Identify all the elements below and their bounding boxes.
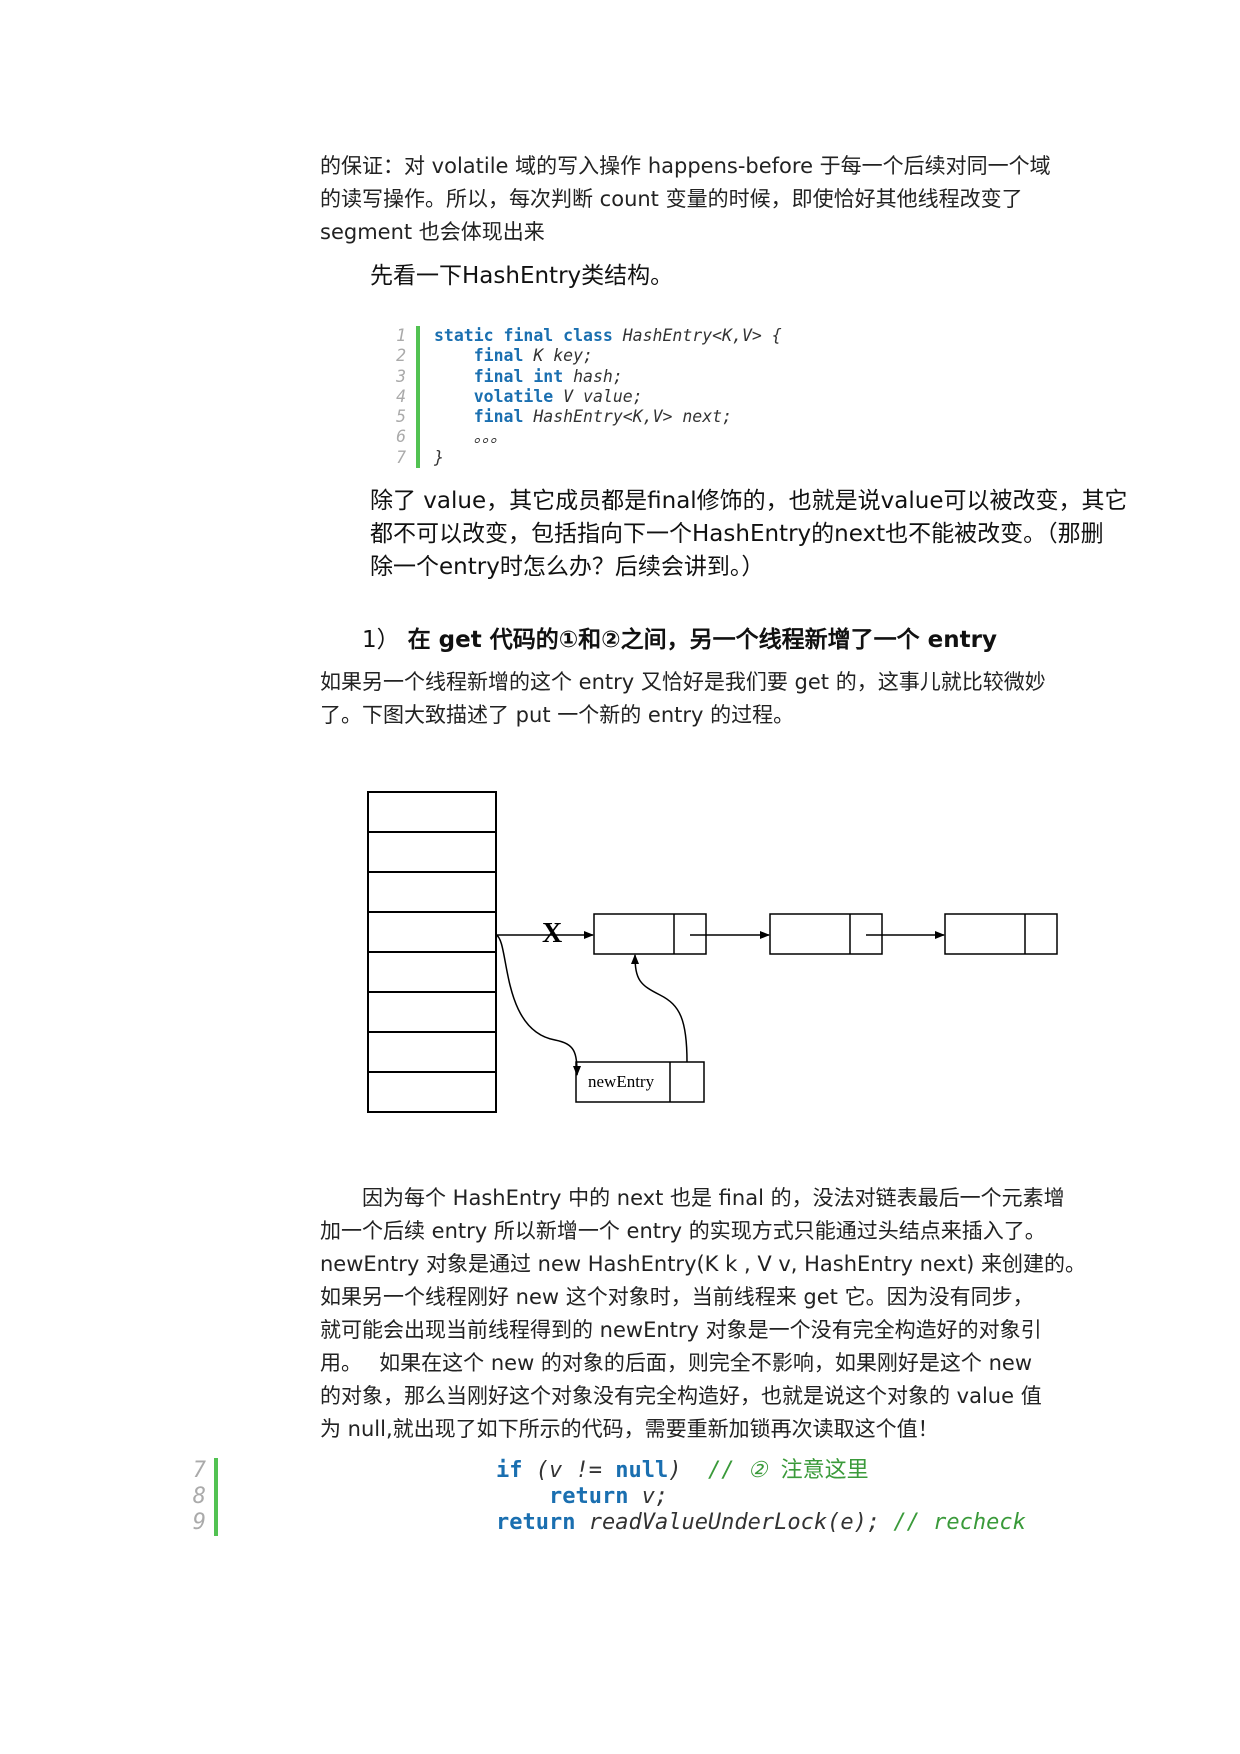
code-text: return v; [548, 1484, 669, 1509]
code-line: 2 final K key; [380, 346, 782, 367]
text-line: 加一个后续 entry 所以新增一个 entry 的实现方式只能通过头结点来插入… [320, 1219, 1046, 1243]
newentry-to-entry1-arrow [631, 954, 688, 1063]
section-heading: 1） 在 get 代码的①和②之间，另一个线程新增了一个 entry [362, 624, 997, 656]
paragraph-final-members: 除了 value，其它成员都是final修饰的，也就是说value可以被改变，其… [370, 485, 1128, 584]
code-line: 1 static final class HashEntry<K,V> { [380, 326, 782, 347]
gutter-bar [214, 1458, 218, 1484]
line-number: 9 [192, 1510, 206, 1535]
new-entry-label: newEntry [588, 1072, 655, 1091]
code-line: 5 final HashEntry<K,V> next; [380, 407, 782, 428]
text-line: newEntry 对象是通过 new HashEntry(K k , V v, … [320, 1252, 1086, 1276]
heading-number: 1） [362, 627, 400, 653]
gutter-bar [416, 366, 420, 387]
text-line: 除一个entry时怎么办？后续会讲到。） [370, 554, 765, 580]
text-line: 如果另一个线程刚好 new 这个对象时，当前线程来 get 它。因为没有同步， [320, 1285, 1034, 1309]
bucket-to-newentry-arrow [495, 934, 581, 1076]
gutter-bar [416, 386, 420, 408]
entry-node-2 [769, 913, 883, 955]
text-line: 用。 如果在这个 new 的对象的后面，则完全不影响，如果刚好是这个 new [320, 1351, 1033, 1375]
gutter-bar [416, 346, 420, 367]
paragraph-put-process: 如果另一个线程新增的这个 entry 又恰好是我们要 get 的，这事儿就比较微… [320, 666, 1060, 732]
paragraph-volatile: 的保证：对 volatile 域的写入操作 happens-before 于每一… [320, 150, 1060, 249]
code-text: return readValueUnderLock(e); // recheck [496, 1510, 1026, 1535]
entry-node-3 [944, 913, 1058, 955]
line-number: 6 [396, 427, 406, 447]
text-line: 的读写操作。所以，每次判断 count 变量的时候，即使恰好其他线程改变了 [320, 187, 1023, 211]
line-number: 4 [396, 386, 406, 406]
text-line: 就可能会出现当前线程得到的 newEntry 对象是一个没有完全构造好的对象引 [320, 1318, 1042, 1342]
code2-line-8: 8 return v; [180, 1484, 1026, 1510]
code-text: 。。。 [434, 427, 507, 447]
entry-node-1 [593, 913, 707, 955]
line-number: 3 [396, 366, 406, 386]
hashentry-intro: 先看一下HashEntry类结构。 [370, 260, 1110, 293]
text-line: 如果另一个线程新增的这个 entry 又恰好是我们要 get 的，这事儿就比较微… [320, 670, 1046, 694]
bucket-table [367, 791, 497, 1113]
code-line: 6 。。。 [380, 427, 782, 448]
gutter-bar [214, 1510, 218, 1536]
code-text: final int hash; [473, 366, 623, 386]
code-text: final K key; [473, 346, 593, 366]
heading-text: 在 get 代码的①和②之间，另一个线程新增了一个 entry [407, 627, 997, 653]
line-number: 7 [192, 1458, 206, 1483]
line-number: 7 [396, 447, 406, 467]
code2-line-9: 9 return readValueUnderLock(e); // reche… [180, 1510, 1026, 1536]
line-number: 2 [396, 346, 406, 366]
removed-link-mark: X [542, 918, 562, 949]
gutter-bar [416, 407, 420, 428]
code2-line: 7 if (v != null) // ② 注意这里 [180, 1458, 1026, 1484]
code-text: static final class HashEntry<K,V> { [434, 326, 782, 345]
text-line: 先看一下HashEntry类结构。 [370, 263, 674, 289]
code-text: if (v != null) // ② 注意这里 [496, 1458, 869, 1483]
text-line: 了。下图大致描述了 put 一个新的 entry 的过程。 [320, 703, 795, 727]
text-line: 因为每个 HashEntry 中的 next 也是 final 的，没法对链表最… [320, 1186, 1065, 1210]
text-line: 为 null,就出现了如下所示的代码，需要重新加锁再次读取这个值！ [320, 1417, 939, 1441]
paragraph-newentry-explanation: 因为每个 HashEntry 中的 next 也是 final 的，没法对链表最… [320, 1182, 1086, 1446]
new-entry-node [575, 1061, 705, 1103]
gutter-bar [416, 427, 420, 448]
text-line: segment 也会体现出来 [320, 220, 545, 244]
text-line: 的对象，那么当刚好这个对象没有完全构造好，也就是说这个对象的 value 值 [320, 1384, 1042, 1408]
code-line: 7} [380, 447, 782, 469]
code-text: final HashEntry<K,V> next; [473, 407, 733, 427]
code-text: } [434, 447, 444, 467]
line-number: 8 [192, 1484, 206, 1509]
gutter-bar [416, 447, 420, 469]
code-line: 4 volatile V value; [380, 386, 782, 408]
recheck-code-block: 7 if (v != null) // ② 注意这里 8 return v; 9… [180, 1458, 1026, 1536]
line-number: 5 [396, 407, 406, 427]
code-text: volatile V value; [473, 386, 643, 406]
text-line: 除了 value，其它成员都是final修饰的，也就是说value可以被改变，其… [370, 488, 1128, 514]
text-line: 的保证：对 volatile 域的写入操作 happens-before 于每一… [320, 154, 1051, 178]
put-entry-diagram: newEntry X [367, 791, 1058, 1113]
line-number: 1 [396, 326, 406, 345]
arrows [495, 931, 945, 1076]
gutter-bar [416, 326, 420, 347]
gutter-bar [214, 1484, 218, 1510]
code-line: 3 final int hash; [380, 366, 782, 387]
text-line: 都不可以改变，包括指向下一个HashEntry的next也不能被改变。（那删 [370, 521, 1104, 547]
